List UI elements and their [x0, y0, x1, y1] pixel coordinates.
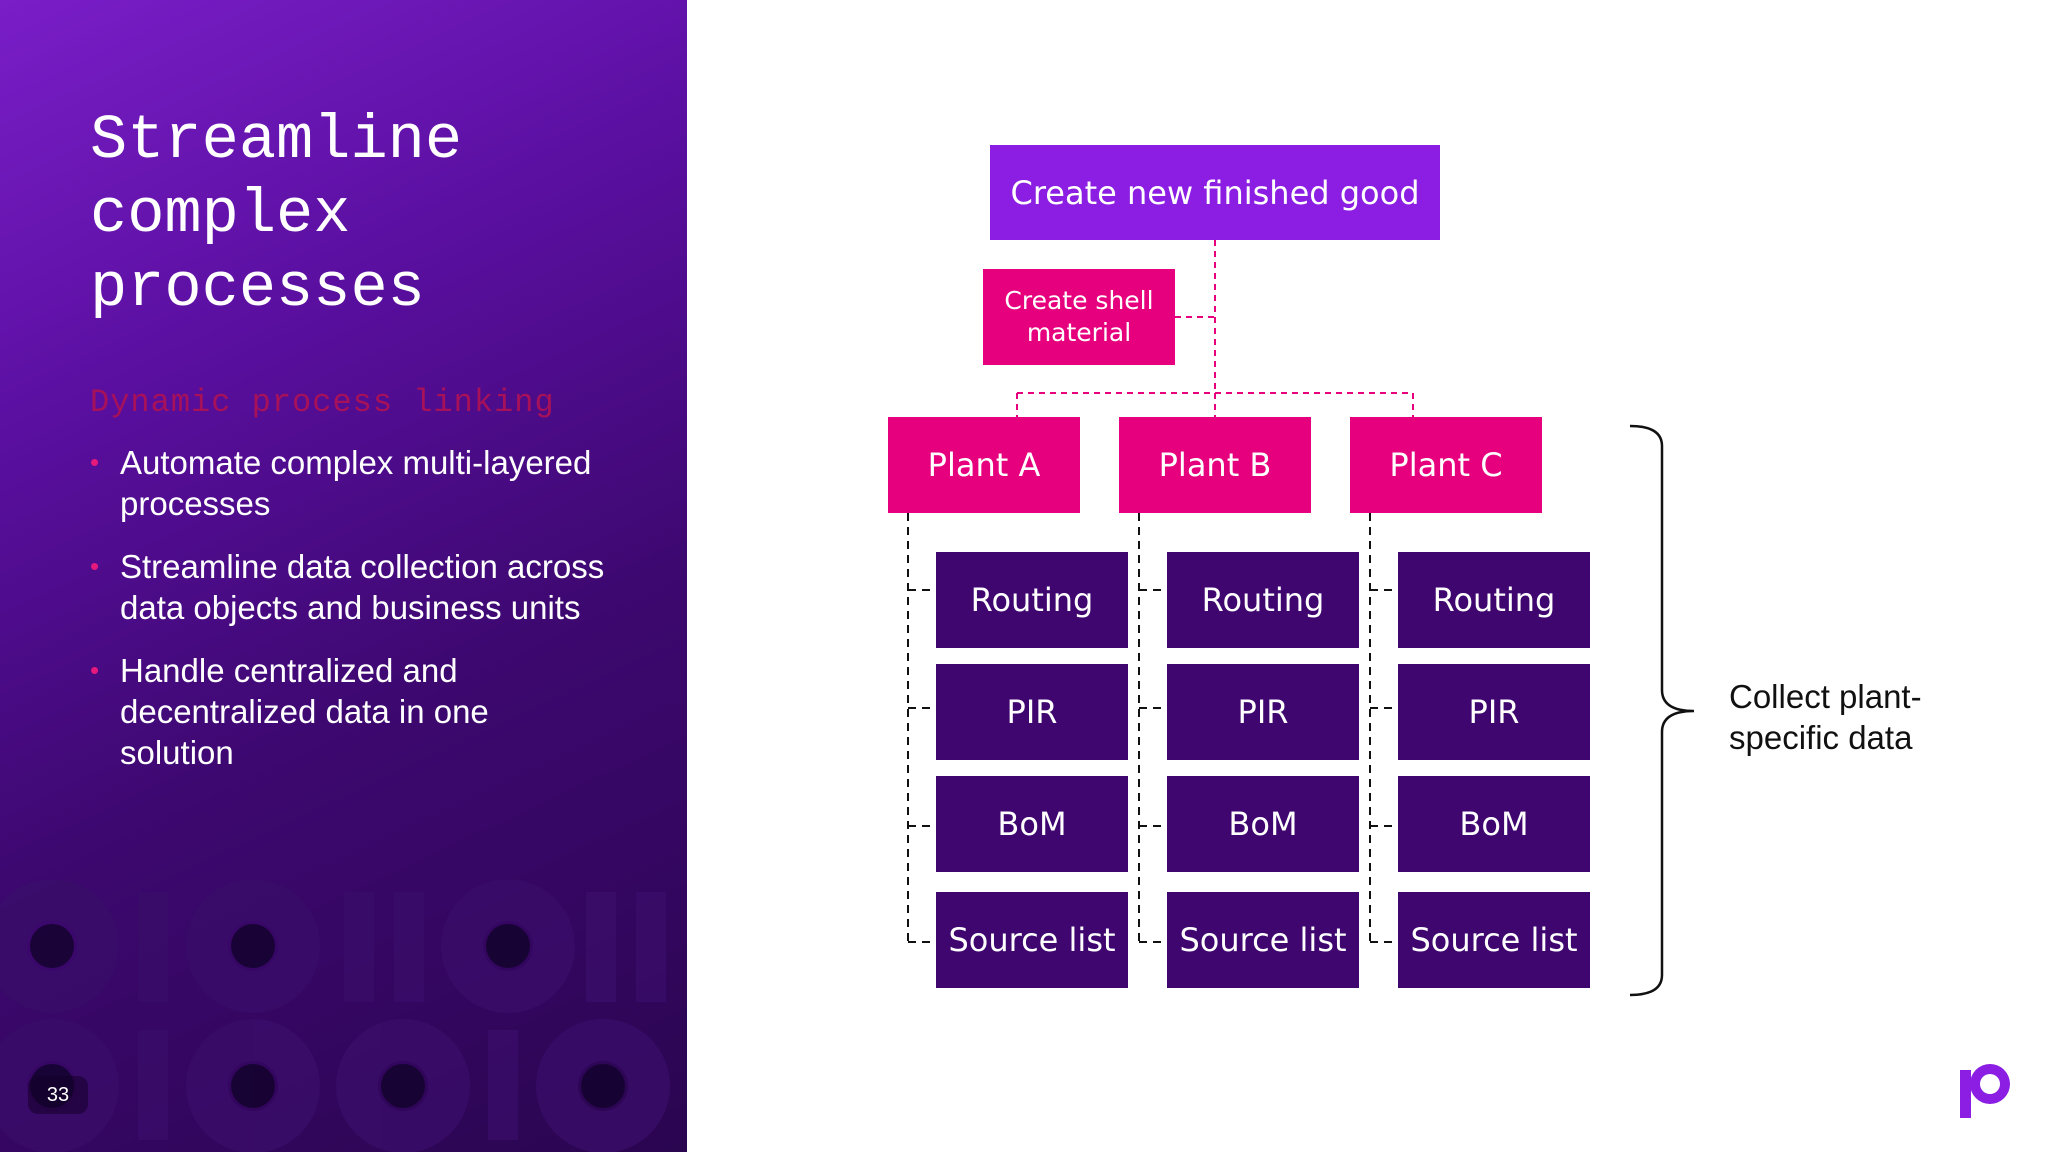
plant-a-pir-box: PIR	[936, 664, 1128, 760]
binary-pattern-decoration	[0, 880, 670, 1152]
plant-c-bom-box: BoM	[1398, 776, 1590, 872]
bullet-item: • Handle centralized and decentralized d…	[90, 650, 610, 773]
plant-b-bom-box: BoM	[1167, 776, 1359, 872]
plant-a-bom-box: BoM	[936, 776, 1128, 872]
pink-connectors	[1016, 240, 1414, 417]
plant-b-pir-box: PIR	[1167, 664, 1359, 760]
bullet-item: • Automate complex multi-layered process…	[90, 442, 610, 524]
page-number: 33	[28, 1076, 88, 1114]
slide-title: Streamline complex processes	[90, 104, 650, 326]
curly-brace-icon	[1629, 424, 1695, 997]
plant-a-source-list-box: Source list	[936, 892, 1128, 988]
plant-c-pir-box: PIR	[1398, 664, 1590, 760]
bullet-dot-icon: •	[90, 655, 100, 685]
bullet-dot-icon: •	[90, 551, 100, 581]
bullet-text: Automate complex multi-layered processes	[120, 444, 592, 522]
create-shell-material-box: Create shell material	[983, 269, 1175, 365]
slide-title-line: Streamline	[90, 105, 463, 176]
bullet-text: Streamline data collection across data o…	[120, 548, 605, 626]
plant-c-box: Plant C	[1350, 417, 1542, 513]
slide-subtitle: Dynamic process linking	[90, 384, 555, 421]
left-panel: Streamline complex processes Dynamic pro…	[0, 0, 687, 1152]
bullet-dot-icon: •	[90, 447, 100, 477]
plant-c-source-list-box: Source list	[1398, 892, 1590, 988]
plant-c-routing-box: Routing	[1398, 552, 1590, 648]
plant-b-source-list-box: Source list	[1167, 892, 1359, 988]
black-connectors	[907, 513, 1398, 943]
bullet-list: • Automate complex multi-layered process…	[90, 442, 610, 795]
bullet-text: Handle centralized and decentralized dat…	[120, 652, 489, 771]
brand-p-logo-icon	[1960, 1064, 2010, 1118]
plant-b-routing-box: Routing	[1167, 552, 1359, 648]
slide-title-line: complex	[90, 179, 351, 250]
plant-b-box: Plant B	[1119, 417, 1311, 513]
create-finished-good-box: Create new finished good	[990, 145, 1440, 240]
bracket-note: Collect plant-specific data	[1729, 678, 1922, 756]
slide-title-line: processes	[90, 253, 425, 324]
plant-a-box: Plant A	[888, 417, 1080, 513]
bullet-item: • Streamline data collection across data…	[90, 546, 610, 628]
plant-a-routing-box: Routing	[936, 552, 1128, 648]
